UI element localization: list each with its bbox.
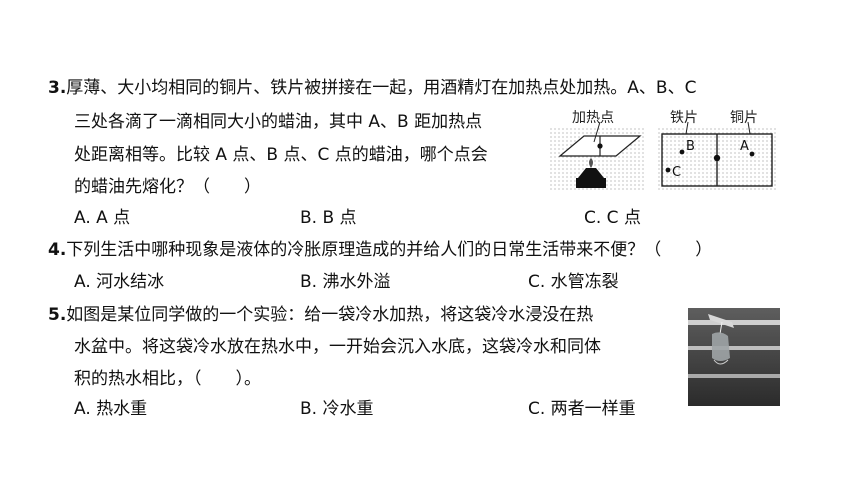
q5-line-2: 水盆中。将这袋冷水放在热水中，一开始会沉入水底，这袋冷水和同体 [74,337,601,357]
label-iron: 铁片 [670,110,698,126]
q4-option-b[interactable]: B. 沸水外溢 [300,272,391,292]
q3-option-c[interactable]: C. C 点 [584,208,641,228]
q3-option-b[interactable]: B. B 点 [300,208,357,228]
q3-line-4: 的蜡油先熔化？（ ） [74,177,261,197]
label-b: B [686,139,695,154]
q5-line-3: 积的热水相比，（ ）。 [74,369,261,389]
water-bag [712,332,730,361]
iron-pointer [685,121,689,135]
copper-pointer [747,121,751,135]
heat-point-dot [597,143,603,149]
q5-option-a[interactable]: A. 热水重 [74,399,148,419]
bag-bottom [713,359,729,365]
point-a-dot [749,151,755,157]
lamp-top [578,168,604,178]
q3-option-a[interactable]: A. A 点 [74,208,131,228]
lamp-body [576,178,606,188]
q5-number: 5. [48,305,67,325]
q4-text: 下列生活中哪种现象是液体的冷胀原理造成的并给人们的日常生活带来不便？（ ） [66,240,713,260]
label-c: C [672,165,681,180]
q3-heating-figure: 加热点 铁片 铜片 B A C [548,110,778,192]
q5-option-c[interactable]: C. 两者一样重 [528,399,636,419]
q5-experiment-photo [688,308,780,406]
q3-line-1: 3.厚薄、大小均相同的铜片、铁片被拼接在一起，用酒精灯在加热点处加热。A、B、C [48,76,696,100]
heat-point-pointer [593,121,601,143]
q3-line-2: 三处各滴了一滴相同大小的蜡油，其中 A、B 距加热点 [74,112,483,132]
basin-rim-middle [688,346,780,350]
q4-option-a[interactable]: A. 河水结冰 [74,272,165,292]
label-a: A [740,139,749,154]
q3-number: 3. [48,78,67,98]
q4-line: 4.下列生活中哪种现象是液体的冷胀原理造成的并给人们的日常生活带来不便？（ ） [48,238,712,262]
bag-string [719,321,723,335]
basin-rim-top [688,320,780,325]
label-heat-point: 加热点 [572,110,614,126]
lamp-flame [589,158,593,168]
q3-text-1: 厚薄、大小均相同的铜片、铁片被拼接在一起，用酒精灯在加热点处加热。A、B、C [66,78,697,98]
heating-point-dot [713,154,721,162]
point-c-dot [665,167,671,173]
q5-option-b[interactable]: B. 冷水重 [300,399,374,419]
label-copper: 铜片 [730,110,758,126]
point-b-dot [679,149,685,155]
q5-line-1: 5.如图是某位同学做的一个实验：给一袋冷水加热，将这袋冷水浸没在热 [48,303,593,327]
q5-text-1: 如图是某位同学做的一个实验：给一袋冷水加热，将这袋冷水浸没在热 [66,305,594,325]
basin-rim-bottom [688,374,780,378]
q3-line-3: 处距离相等。比较 A 点、B 点、C 点的蜡油，哪个点会 [74,145,488,165]
hand [708,314,734,328]
q4-option-c[interactable]: C. 水管冻裂 [528,272,619,292]
q4-number: 4. [48,240,67,260]
